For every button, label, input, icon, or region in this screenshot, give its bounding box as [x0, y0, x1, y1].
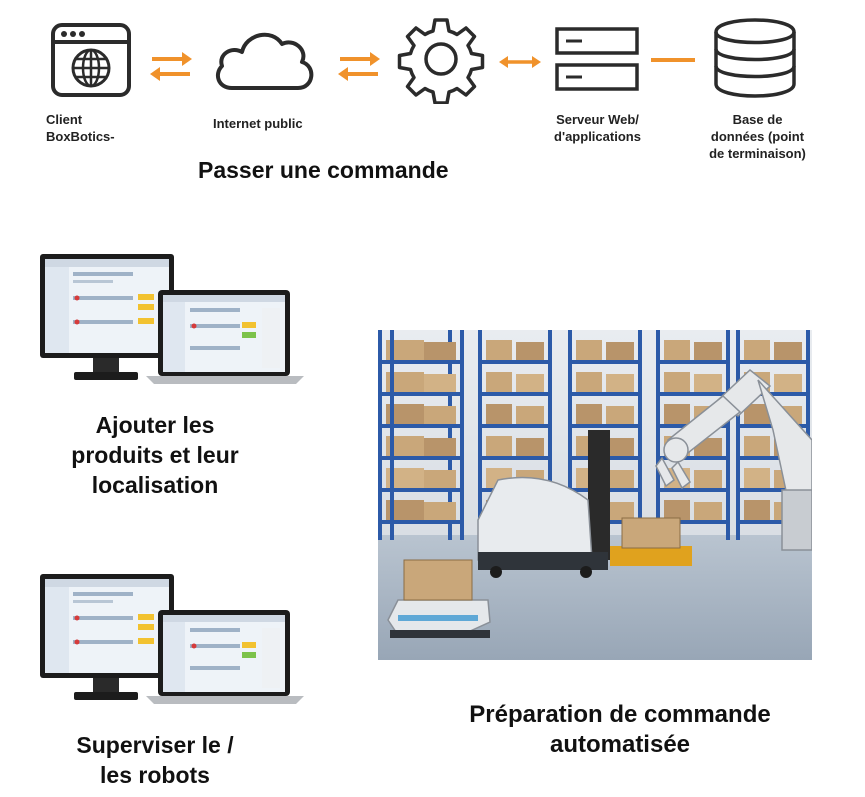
bidirectional-arrows-icon: [148, 50, 194, 82]
add-products-caption: Ajouter les produits et leur localisatio…: [71, 412, 239, 498]
agv-robot: [387, 559, 491, 638]
supervise-caption: Superviser le / les robots: [76, 732, 234, 788]
warehouse-robot-photo: [378, 330, 813, 665]
forklift-robot: [477, 430, 692, 578]
double-arrow-icon: [497, 53, 543, 71]
connector-line: [651, 58, 695, 62]
cloud-icon: [210, 24, 320, 94]
gear-icon: [396, 14, 486, 104]
server-label: Serveur Web/ d'applications: [554, 112, 641, 144]
robot-arm: [655, 369, 813, 551]
bidirectional-arrows-icon: [336, 50, 382, 82]
diagram-title: Passer une commande: [198, 157, 449, 183]
desktop-laptop-illustration: [38, 250, 308, 395]
shelf-racks: [378, 330, 810, 540]
picking-caption: Préparation de commande automatisée: [469, 701, 771, 758]
database-label: Base de données (point de terminaison): [709, 112, 806, 161]
database-icon: [712, 18, 798, 98]
internet-label: Internet public: [213, 116, 303, 131]
desktop-laptop-illustration: [38, 570, 308, 715]
server-icon: [554, 26, 640, 92]
client-label: Client BoxBotics-: [46, 112, 115, 144]
browser-globe-icon: [50, 22, 132, 98]
